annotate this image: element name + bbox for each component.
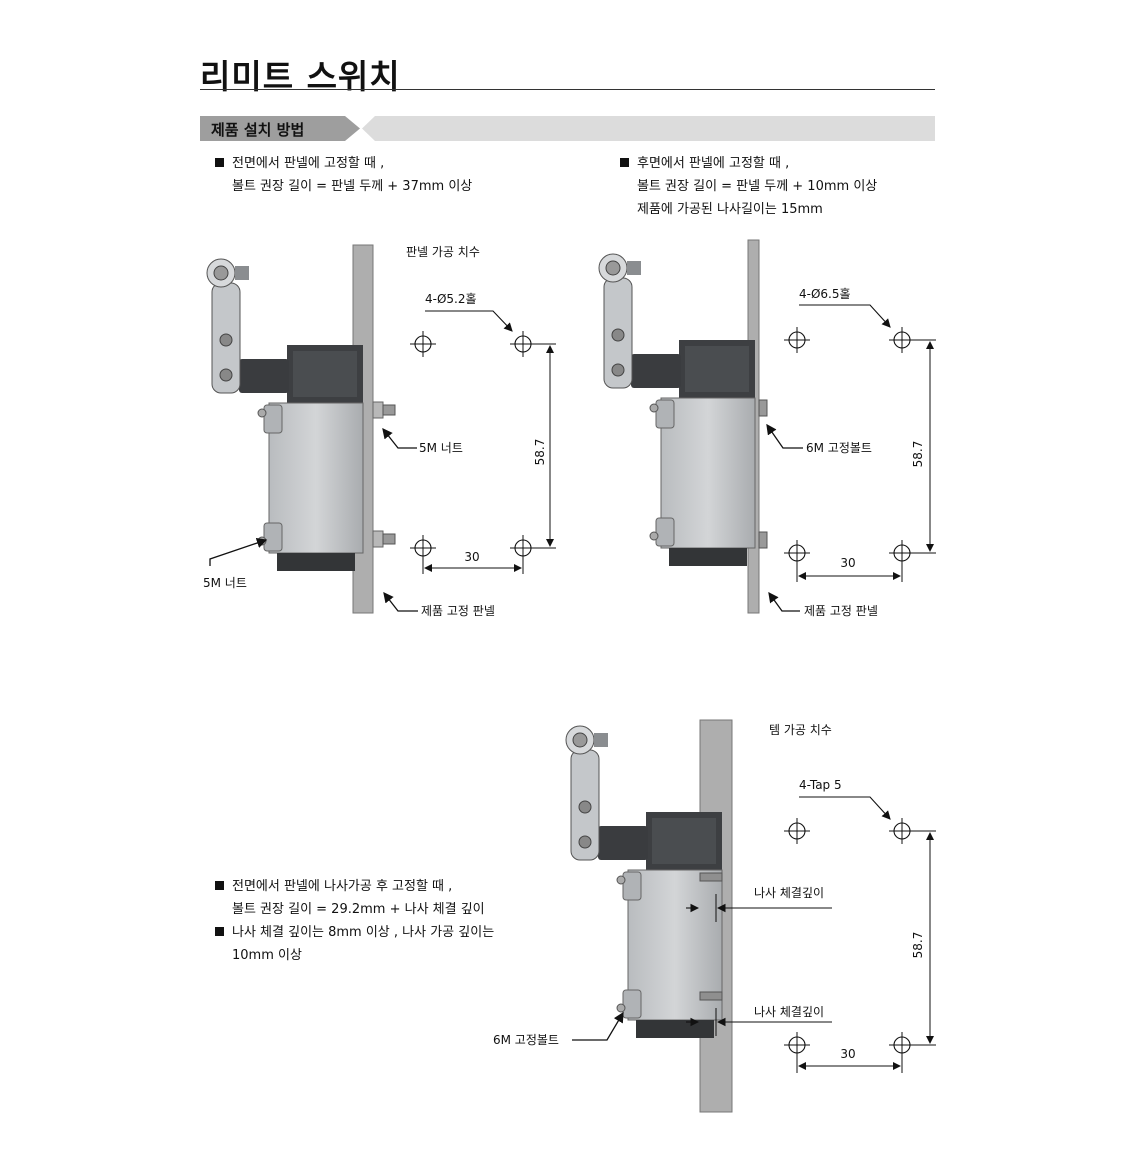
hole-crosshair-icon [888,539,916,567]
bolt-label: 6M 고정볼트 [493,1033,559,1047]
bolt-label: 6M 고정볼트 [806,441,872,455]
nut-label-left: 5M 너트 [203,576,247,590]
hole-label: 4-Ø5.2홀 [425,292,477,306]
panel-label: 제품 고정 판넬 [804,604,878,618]
limit-switch [598,253,756,567]
bullet-square-icon [620,158,629,167]
note-line: 10mm 이상 [232,948,302,963]
tap-label: 4-Tap 5 [799,778,842,792]
note-line: 후면에서 판넬에 고정할 때 , [637,156,790,171]
dim-horizontal: 30 [840,1047,855,1061]
cutout-title: 템 가공 치수 [769,723,832,737]
dim-horizontal: 30 [464,550,479,564]
threaded-bolt [699,991,723,1001]
limit-switch [206,258,364,572]
bolt-tip [382,404,396,416]
note-line: 제품에 가공된 나사길이는 15mm [637,202,823,217]
hole-crosshair-icon [888,326,916,354]
callout-arrow [382,427,417,449]
note-line: 전면에서 판넬에 나사가공 후 고정할 때 , [232,879,453,894]
dim-horizontal: 30 [840,556,855,570]
dim-vertical: 58.7 [911,932,925,959]
note-line: 볼트 권장 길이 = 판넬 두께 + 10mm 이상 [637,179,878,194]
hole-crosshair-icon [888,817,916,845]
hole-crosshair-icon [783,539,811,567]
note-line: 나사 체결 깊이는 8mm 이상 , 나사 가공 깊이는 [232,925,495,940]
bolt-tip [382,533,396,545]
note-line: 볼트 권장 길이 = 판넬 두께 + 37mm 이상 [232,179,473,194]
leader-arrow [799,796,891,820]
cutout-title: 판넬 가공 치수 [406,245,480,259]
callout-arrow [572,1011,624,1041]
nut [372,530,384,548]
bolt-head [758,399,768,417]
tapped-mount-note: 전면에서 판넬에 나사가공 후 고정할 때 , 볼트 권장 길이 = 29.2m… [215,875,494,967]
callout-arrow [383,591,418,612]
hole-crosshair-icon [409,534,437,562]
hole-crosshair-icon [783,326,811,354]
nut-label-right: 5M 너트 [419,441,463,455]
callout-arrow [209,537,268,566]
bullet-square-icon [215,927,224,936]
rear-mount-diagram: 6M 고정볼트 제품 고정 판넬 4-Ø6.5홀 58.7 30 [598,239,936,618]
hole-crosshair-icon [888,1031,916,1059]
bullet-square-icon [215,158,224,167]
hole-crosshair-icon [783,1031,811,1059]
hole-crosshair-icon [409,330,437,358]
bolt-head [758,531,768,549]
limit-switch [565,725,723,1039]
callout-arrow [766,423,803,449]
hole-crosshair-icon [509,330,537,358]
hole-label: 4-Ø6.5홀 [799,287,851,301]
dim-vertical: 58.7 [533,439,547,466]
tapped-mount-diagram: 나사 체결깊이 나사 체결깊이 6M 고정볼트 템 가공 치수 4-Tap 5 … [493,719,936,1113]
dim-vertical: 58.7 [911,441,925,468]
front-mount-diagram: 5M 너트 5M 너트 제품 고정 판넬 판넬 가공 치수 4-Ø5.2홀 58… [203,244,556,618]
nut [372,401,384,419]
front-mount-note: 전면에서 판넬에 고정할 때 , 볼트 권장 길이 = 판넬 두께 + 37mm… [215,152,472,198]
note-line: 전면에서 판넬에 고정할 때 , [232,156,385,171]
depth-label-bottom: 나사 체결깊이 [754,1005,824,1019]
panel-label: 제품 고정 판넬 [421,604,495,618]
rear-mount-note: 후면에서 판넬에 고정할 때 , 볼트 권장 길이 = 판넬 두께 + 10mm… [620,152,877,221]
callout-arrow [768,591,800,612]
hole-crosshair-icon [509,534,537,562]
title-divider [200,89,935,90]
leader-arrow [799,304,891,328]
depth-label-top: 나사 체결깊이 [754,886,824,900]
hole-crosshair-icon [783,817,811,845]
leader-arrow [425,310,513,332]
note-line: 볼트 권장 길이 = 29.2mm + 나사 체결 깊이 [232,902,485,917]
section-header-bar [200,116,935,141]
bullet-square-icon [215,881,224,890]
threaded-bolt [699,872,723,882]
section-title: 제품 설치 방법 [211,121,305,139]
